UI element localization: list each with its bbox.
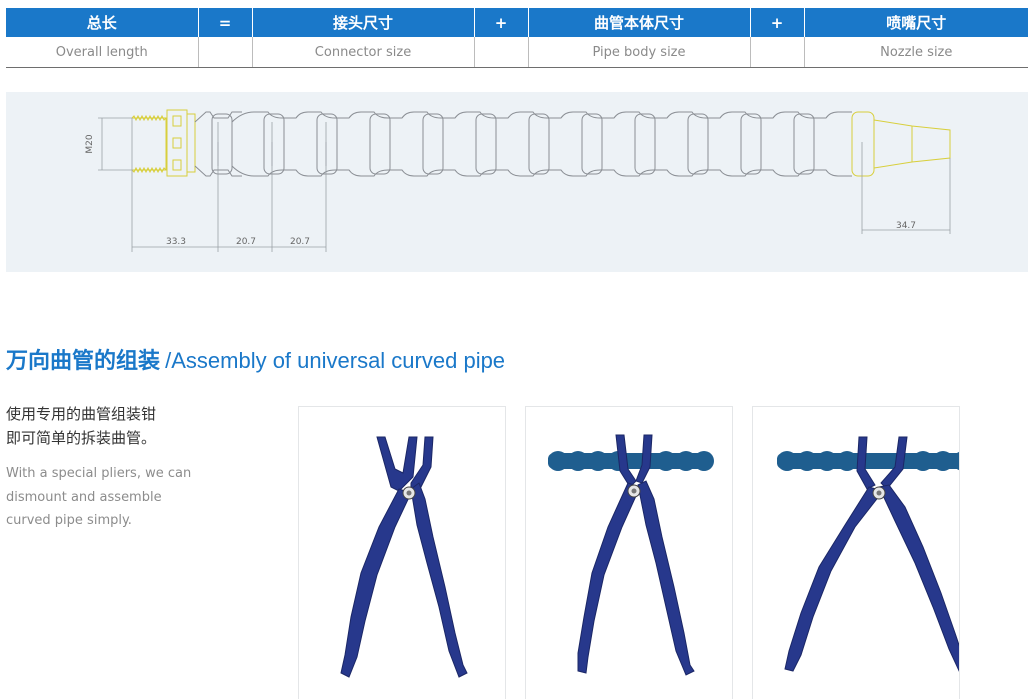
pliers-with-pipe-image (548, 434, 714, 676)
dimension-nozzle-label: 34.7 (896, 221, 916, 231)
thread-size-label: M20 (85, 134, 95, 153)
dimension-segment-label: 20.7 (290, 237, 310, 247)
description-zh-line: 使用专用的曲管组装钳 (6, 405, 157, 423)
header-plus-sign: + (750, 8, 805, 37)
pipe-drawing-svg: M20 33.3 20.7 20.7 34.7 (85, 109, 951, 252)
header-pipe-body-size: 曲管本体尺寸 (528, 8, 751, 37)
assembly-description: 使用专用的曲管组装钳 即可简单的拆装曲管。 With a special pli… (6, 402, 286, 533)
subheader-blank (750, 37, 805, 68)
connector-outline (131, 109, 196, 177)
pliers-image (340, 436, 468, 678)
section-title: 万向曲管的组装 /Assembly of universal curved pi… (6, 344, 505, 378)
subheader-pipe-body-size: Pipe body size (528, 37, 751, 68)
header-plus-sign: + (474, 8, 529, 37)
header-overall-length: 总长 (6, 8, 199, 37)
size-formula-table: 总长 = 接头尺寸 + 曲管本体尺寸 + 喷嘴尺寸 Overall length… (6, 8, 1028, 69)
description-en: With a special pliers, we can dismount a… (6, 466, 192, 528)
photo-card-pliers (298, 406, 506, 699)
pipe-segments-outline (194, 111, 852, 177)
header-equals-sign: = (198, 8, 253, 37)
table-header-row: 总长 = 接头尺寸 + 曲管本体尺寸 + 喷嘴尺寸 (6, 8, 1028, 37)
dimension-segment-label: 20.7 (236, 237, 256, 247)
description-zh-line: 即可简单的拆装曲管。 (6, 429, 157, 447)
header-nozzle-size: 喷嘴尺寸 (804, 8, 1028, 37)
dimension-connector-label: 33.3 (166, 237, 186, 247)
subheader-connector-size: Connector size (252, 37, 475, 68)
table-subheader-row: Overall length Connector size Pipe body … (6, 37, 1028, 68)
section-title-en: /Assembly of universal curved pipe (165, 348, 506, 373)
photo-card-pliers-spreading-pipe (752, 406, 960, 699)
section-title-zh: 万向曲管的组装 (6, 349, 161, 374)
header-connector-size: 接头尺寸 (252, 8, 475, 37)
subheader-blank (474, 37, 529, 68)
subheader-overall-length: Overall length (6, 37, 199, 68)
pliers-spreading-pipe-image (777, 436, 959, 672)
pipe-technical-drawing: M20 33.3 20.7 20.7 34.7 (6, 92, 1028, 272)
photo-card-pliers-with-pipe (525, 406, 733, 699)
nozzle-outline (851, 111, 951, 177)
subheader-blank (198, 37, 253, 68)
dimension-lines (98, 117, 951, 252)
subheader-nozzle-size: Nozzle size (804, 37, 1028, 68)
